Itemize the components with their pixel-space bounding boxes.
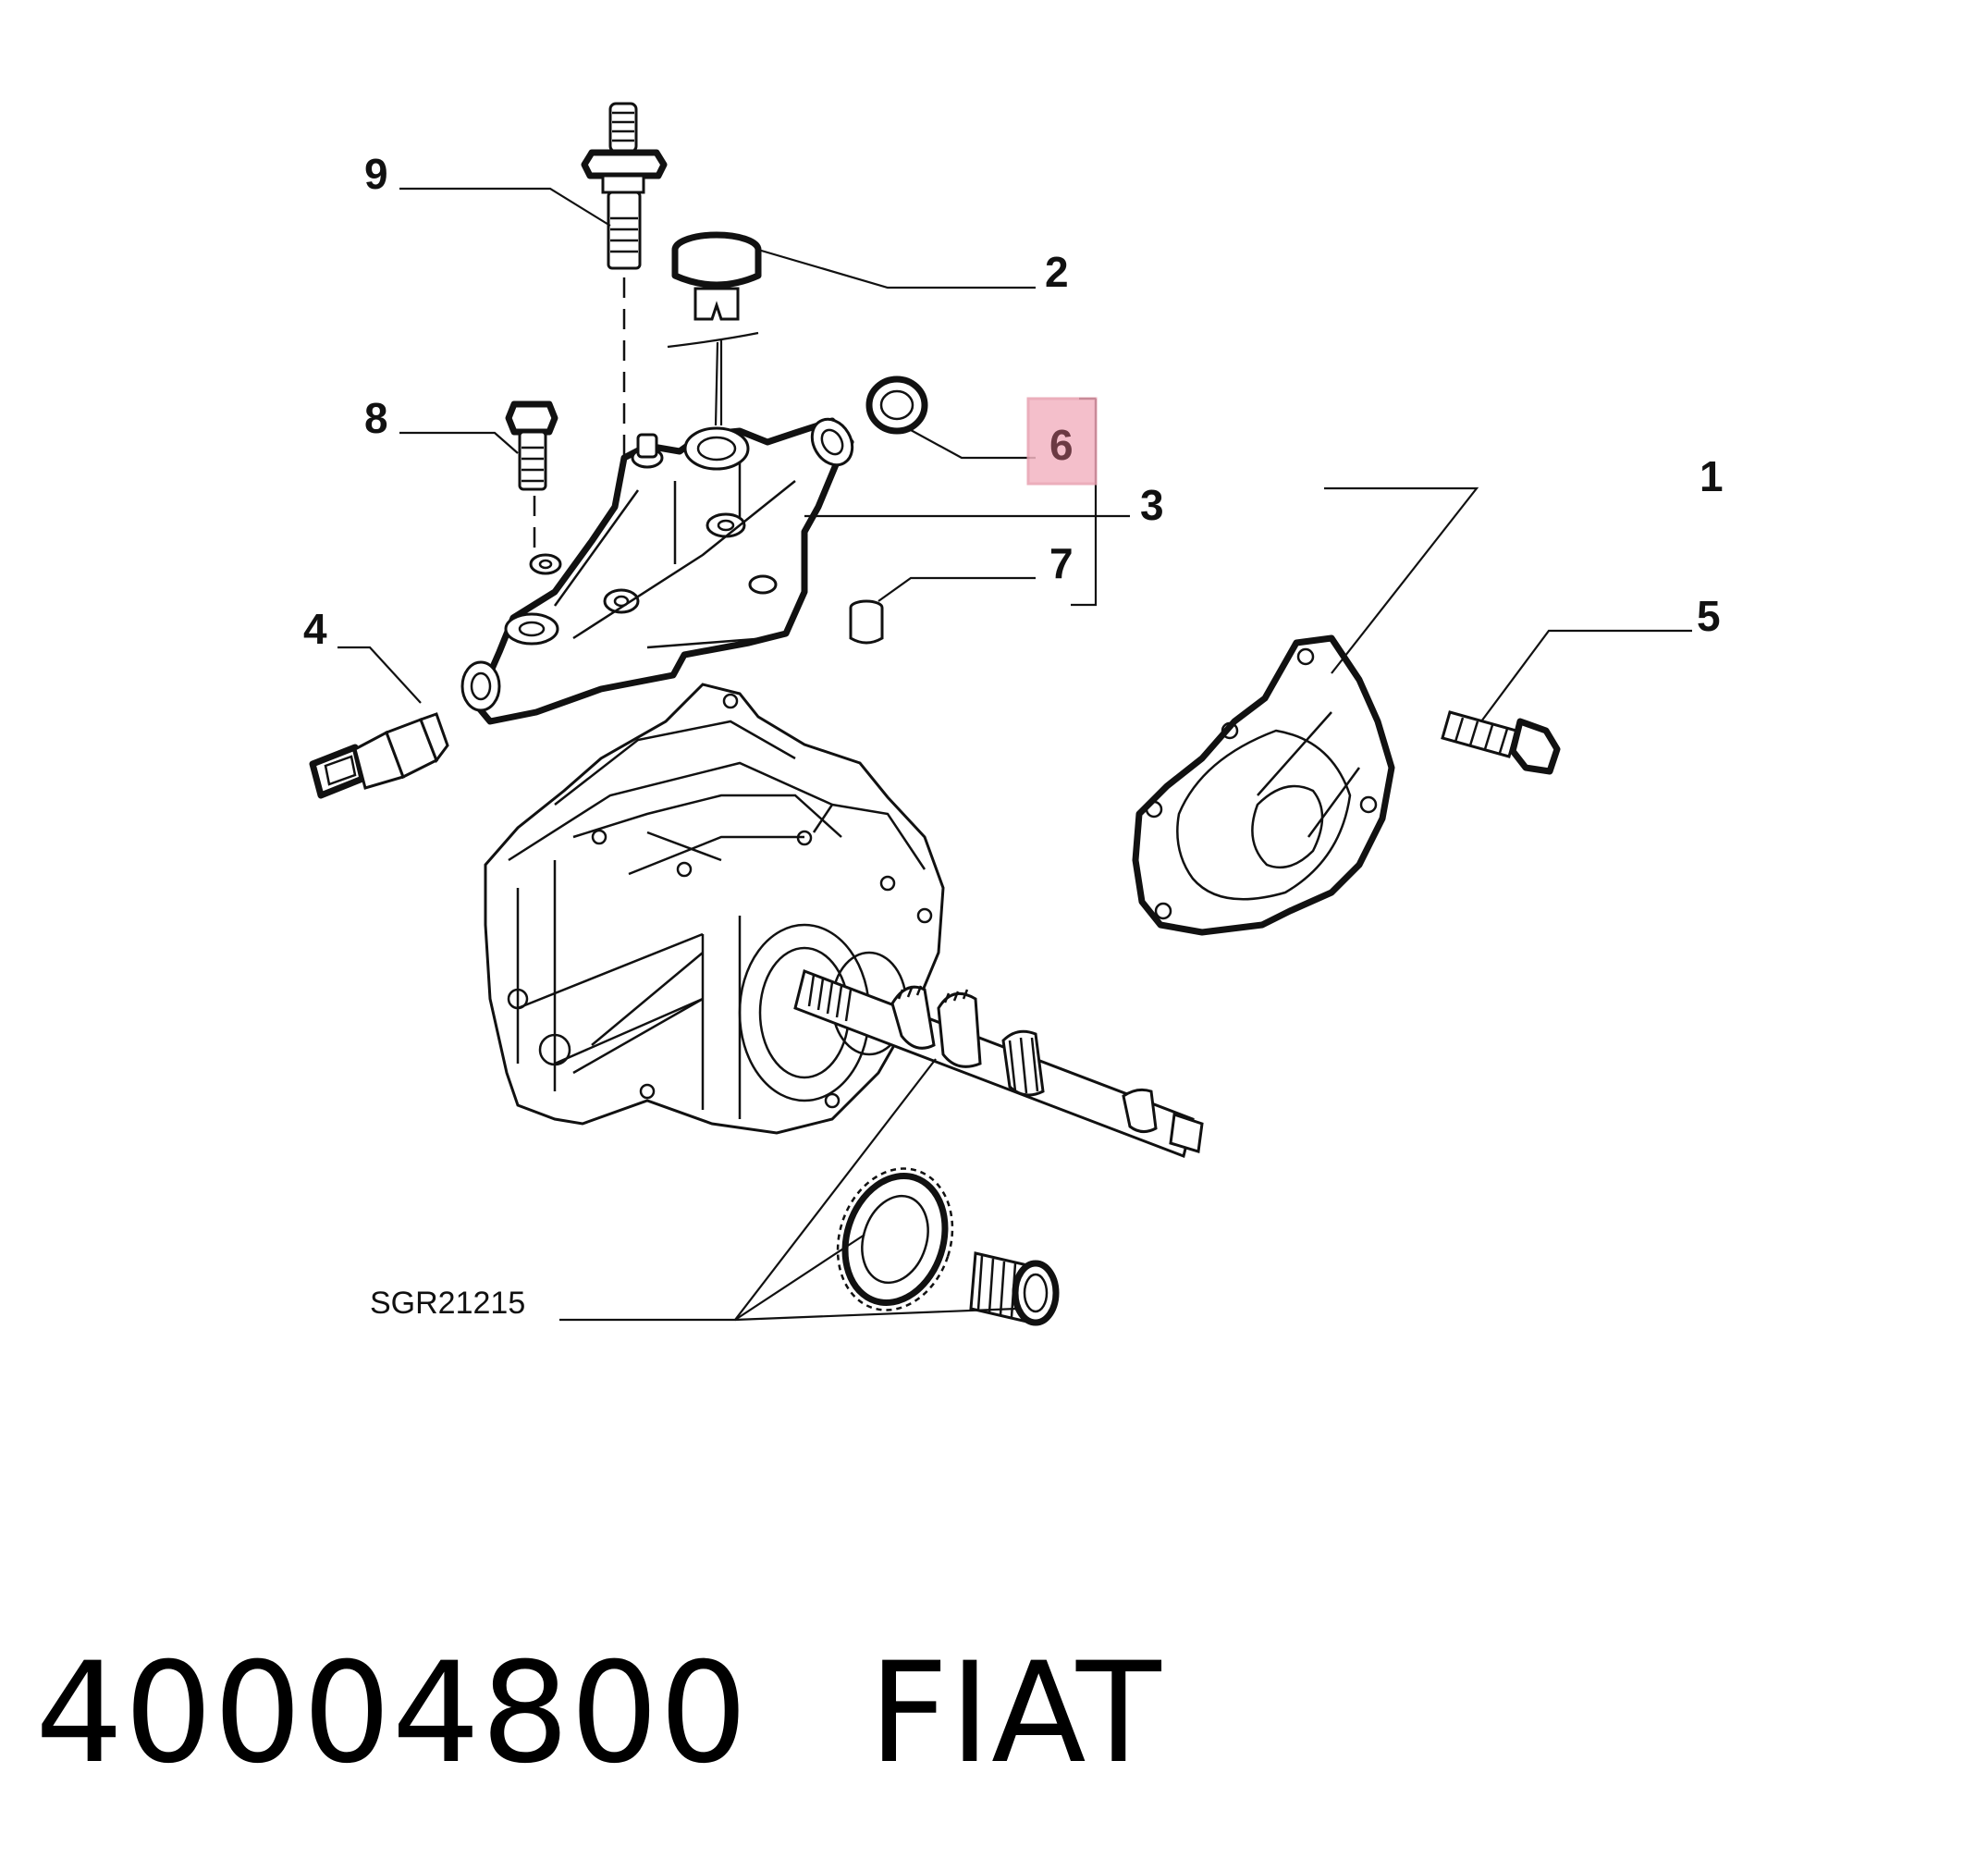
callout-5: 5 <box>1697 592 1721 640</box>
callout-2: 2 <box>1045 248 1069 296</box>
part-4-sensor-switch[interactable] <box>309 712 449 799</box>
part-7-dowel-pin[interactable] <box>849 599 884 645</box>
loose-gear <box>836 1167 954 1311</box>
part-3-cover-housing[interactable] <box>460 412 860 725</box>
part-9-stud-bolt[interactable] <box>581 102 668 270</box>
gear-shaft <box>793 968 1204 1159</box>
footer: 40004800 FIAT <box>35 1633 1162 1794</box>
callout-9: 9 <box>364 150 388 198</box>
reference-code: SGR21215 <box>370 1286 525 1321</box>
callout-6: 6 <box>1049 421 1074 469</box>
part-8-bolt[interactable] <box>505 400 558 491</box>
callout-1: 1 <box>1700 452 1724 500</box>
part-number: 40004800 <box>35 1633 749 1794</box>
callout-4: 4 <box>303 605 327 653</box>
brand-name: FIAT <box>868 1633 1162 1794</box>
part-6-seal-ring[interactable] <box>865 375 928 435</box>
part-2-breather-plug[interactable] <box>671 231 762 321</box>
callout-8: 8 <box>364 394 388 442</box>
callout-3: 3 <box>1140 481 1164 529</box>
part-1-side-cover[interactable] <box>1132 634 1395 936</box>
leader-lines <box>337 187 1692 1322</box>
part-2-bracket <box>667 331 759 426</box>
gearbox-housing <box>484 683 945 1135</box>
callout-6-highlight <box>1026 397 1098 486</box>
part-5-bolt[interactable] <box>1441 710 1561 775</box>
callout-7: 7 <box>1049 539 1074 587</box>
needle-bearing <box>969 1251 1060 1326</box>
